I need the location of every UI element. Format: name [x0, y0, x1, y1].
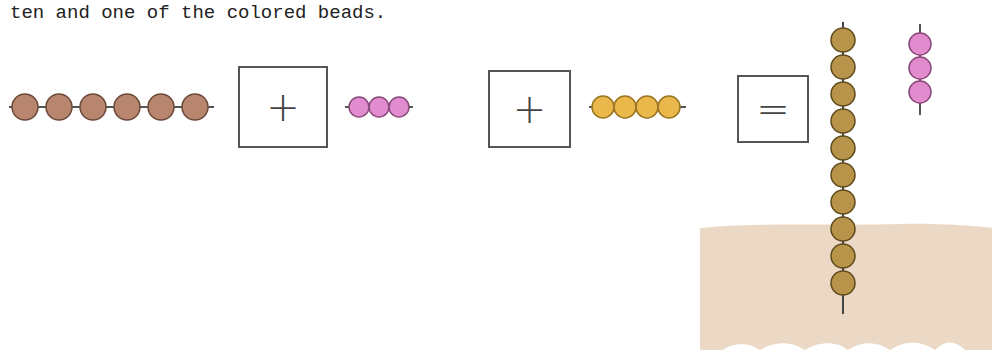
golden-ten-bar	[831, 22, 855, 314]
operator-sign: +	[266, 87, 300, 127]
operator-sign: +	[513, 89, 547, 129]
operator-box: +	[488, 70, 571, 148]
operator-box: =	[737, 75, 809, 143]
brown-six-bar	[9, 94, 214, 120]
instruction-text: ten and one of the colored beads.	[10, 2, 386, 24]
pink-three-vertical-bar	[909, 24, 931, 115]
pink-three-bar	[345, 97, 413, 117]
yellow-four-bar	[589, 96, 686, 118]
operator-box: +	[238, 66, 328, 148]
paper-stain	[700, 224, 992, 350]
operator-sign: =	[756, 89, 790, 129]
